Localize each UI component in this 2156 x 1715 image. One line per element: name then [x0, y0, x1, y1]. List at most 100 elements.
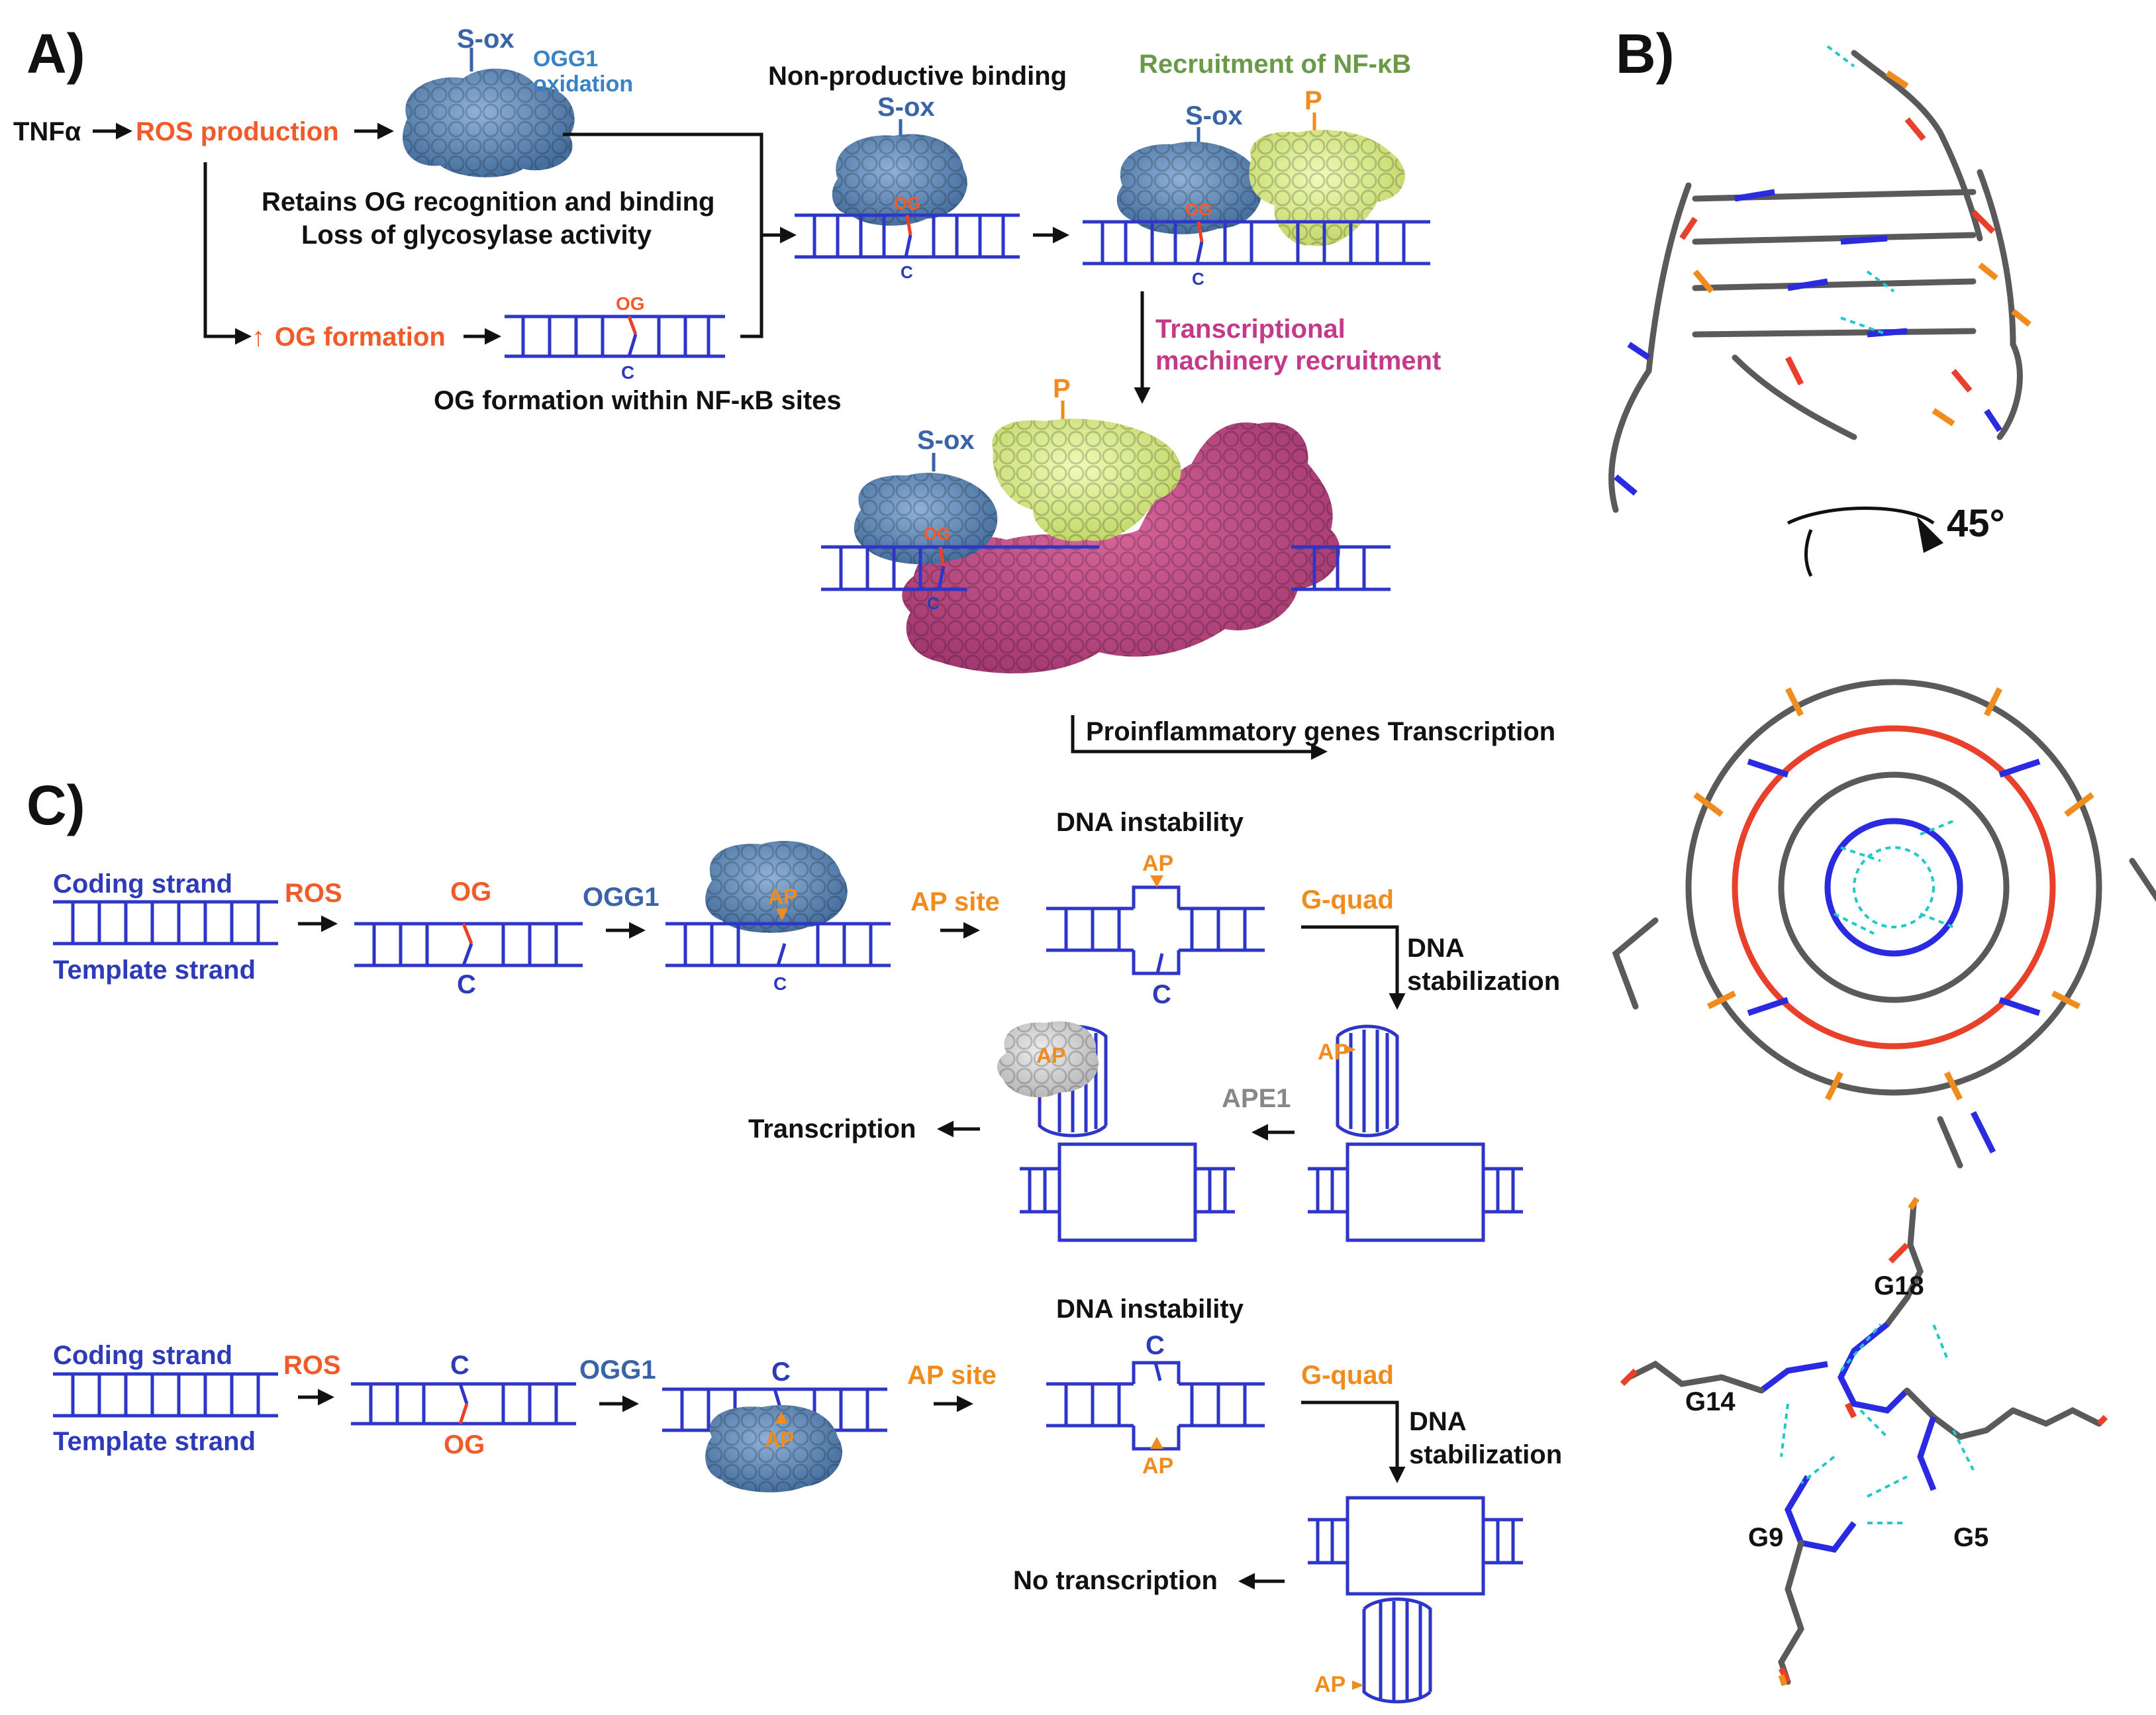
p-label-1: P [1304, 86, 1322, 115]
c-label-c1b: C [773, 973, 787, 994]
ap-marker-c1 [776, 908, 788, 920]
og-mark-1: OG [616, 293, 645, 314]
panel-b: B) 45° [1608, 23, 2156, 1687]
sox-label-4: S-ox [917, 426, 975, 455]
c-label-c2: C [1152, 980, 1171, 1009]
c-mark-4: C [927, 593, 940, 613]
ap-site-label-2: AP site [907, 1361, 997, 1390]
template-strand-label-2: Template strand [53, 1427, 256, 1456]
dna-stab-label-1a: DNA [1407, 934, 1465, 963]
g9-label: G9 [1748, 1523, 1783, 1552]
og-mark-2: OG [894, 193, 920, 213]
dna-duplex-nfkb [1083, 220, 1430, 266]
c-label-c3: C [450, 1351, 469, 1380]
og-label-c1: OG [450, 877, 491, 906]
og-up-arrow: ↑ [252, 322, 265, 352]
dna-stab-label-2a: DNA [1409, 1407, 1467, 1436]
ogg1-protein-c2 [705, 1405, 842, 1493]
panel-a-label: A) [26, 23, 85, 85]
ogg1-bound-protein [832, 134, 967, 226]
panel-b-label: B) [1616, 23, 1675, 85]
transcriptional-label-2: machinery recruitment [1155, 346, 1441, 375]
rotation-axis [1804, 529, 1813, 577]
ogg1-protein-3 [854, 473, 998, 565]
ape1-label: APE1 [1222, 1084, 1291, 1113]
panel-c-label: C) [26, 774, 85, 836]
transcription-label: Transcription [748, 1114, 916, 1144]
arrow-gquad-2 [1301, 1400, 1406, 1483]
g-quadruplex-stabilized-2 [1308, 1496, 1523, 1704]
ap-label-c2: AP [1142, 851, 1173, 876]
dna-duplex-complex [821, 545, 1391, 591]
dna-row2-og [351, 1382, 576, 1426]
g-quad-label-1: G-quad [1301, 885, 1394, 914]
og-mark-3: OG [1185, 199, 1212, 219]
retains-label-2: Loss of glycosylase activity [301, 220, 652, 250]
dna-stab-label-2b: stabilization [1409, 1440, 1562, 1469]
tnf-label: TNFα [13, 117, 81, 146]
g-tetrad [1620, 1197, 2108, 1687]
ogg1-protein-2 [1116, 142, 1263, 234]
dna-duplex-og [505, 315, 725, 358]
dna-stab-label-1b: stabilization [1407, 967, 1560, 996]
sox-label: S-ox [457, 24, 514, 54]
arrow-proinflammatory [1071, 715, 1328, 760]
dna-row1-instability [1046, 885, 1265, 975]
rotation-arc [1787, 507, 1935, 525]
proinflammatory-label: Proinflammatory genes Transcription [1086, 717, 1555, 746]
dna-row2-instability [1046, 1361, 1265, 1451]
c-label-c1: C [457, 970, 476, 999]
dna-instability-label-1: DNA instability [1056, 808, 1244, 837]
g-quadruplex-top-view [1612, 679, 2156, 1169]
non-productive-label: Non-productive binding [768, 62, 1067, 91]
coding-strand-label-1: Coding strand [53, 869, 232, 899]
dna-row2-initial [53, 1372, 278, 1418]
ap-label-c5: AP [765, 1428, 794, 1451]
sox-label-3: S-ox [1185, 101, 1243, 130]
arrow-og-branch [203, 162, 252, 345]
template-strand-label-1: Template strand [53, 956, 256, 985]
ros-label-1: ROS [285, 879, 342, 908]
og-within-sites-label: OG formation within NF-κB sites [434, 386, 842, 415]
ogg1-label-2: OGG1 [579, 1355, 656, 1385]
machinery-protein [902, 422, 1340, 673]
og-label-c2: OG [444, 1430, 485, 1459]
ap-label-c3: AP [1318, 1040, 1349, 1065]
no-transcription-label: No transcription [1013, 1566, 1218, 1595]
g5-label: G5 [1953, 1523, 1988, 1552]
dna-row1-initial [53, 900, 278, 946]
arrow-merge-top [563, 132, 763, 235]
ros-label-2: ROS [283, 1351, 341, 1380]
ogg1-oxidized-protein [403, 68, 575, 177]
nfkb-protein-1 [1249, 130, 1405, 246]
g18-label: G18 [1874, 1271, 1924, 1300]
g14-label: G14 [1685, 1387, 1736, 1416]
transcriptional-label-1: Transcriptional [1155, 315, 1346, 344]
g-quadruplex-side-view [1608, 45, 2032, 513]
ap-label-c4: AP [1036, 1044, 1065, 1067]
panel-a: A) TNFα ROS production S-ox OGG1 oxidati… [13, 23, 1555, 760]
arrow-merge-bottom [740, 235, 763, 338]
ap-label-c7: AP [1314, 1672, 1346, 1697]
p-label-2: P [1053, 374, 1071, 403]
dna-instability-label-2: DNA instability [1056, 1295, 1244, 1324]
ogg1-protein-c1 [705, 841, 848, 933]
ogg1-label-1: OGG1 [583, 883, 660, 912]
dna-row1-og [354, 922, 583, 967]
dna-duplex-ogg1 [795, 213, 1020, 259]
sox-label-2: S-ox [877, 93, 935, 122]
ap-site-label-1: AP site [910, 887, 1000, 916]
c-mark-3: C [1192, 269, 1204, 289]
panel-c: C) Coding strand Template strand ROS OG … [26, 774, 1562, 1704]
retains-label-1: Retains OG recognition and binding [262, 187, 714, 217]
arrow-gquad-1 [1301, 925, 1406, 1010]
dna-row2-ogg1 [662, 1387, 887, 1432]
og-formation-label: OG formation [275, 322, 446, 352]
dna-row1-ogg1 [665, 922, 891, 967]
recruitment-label: Recruitment of NF-κB [1139, 50, 1411, 79]
ap-label-c6: AP [1142, 1453, 1173, 1479]
og-mark-4: OG [924, 524, 950, 544]
coding-strand-label-2: Coding strand [53, 1341, 232, 1370]
rotation-arrowhead [1917, 516, 1943, 553]
